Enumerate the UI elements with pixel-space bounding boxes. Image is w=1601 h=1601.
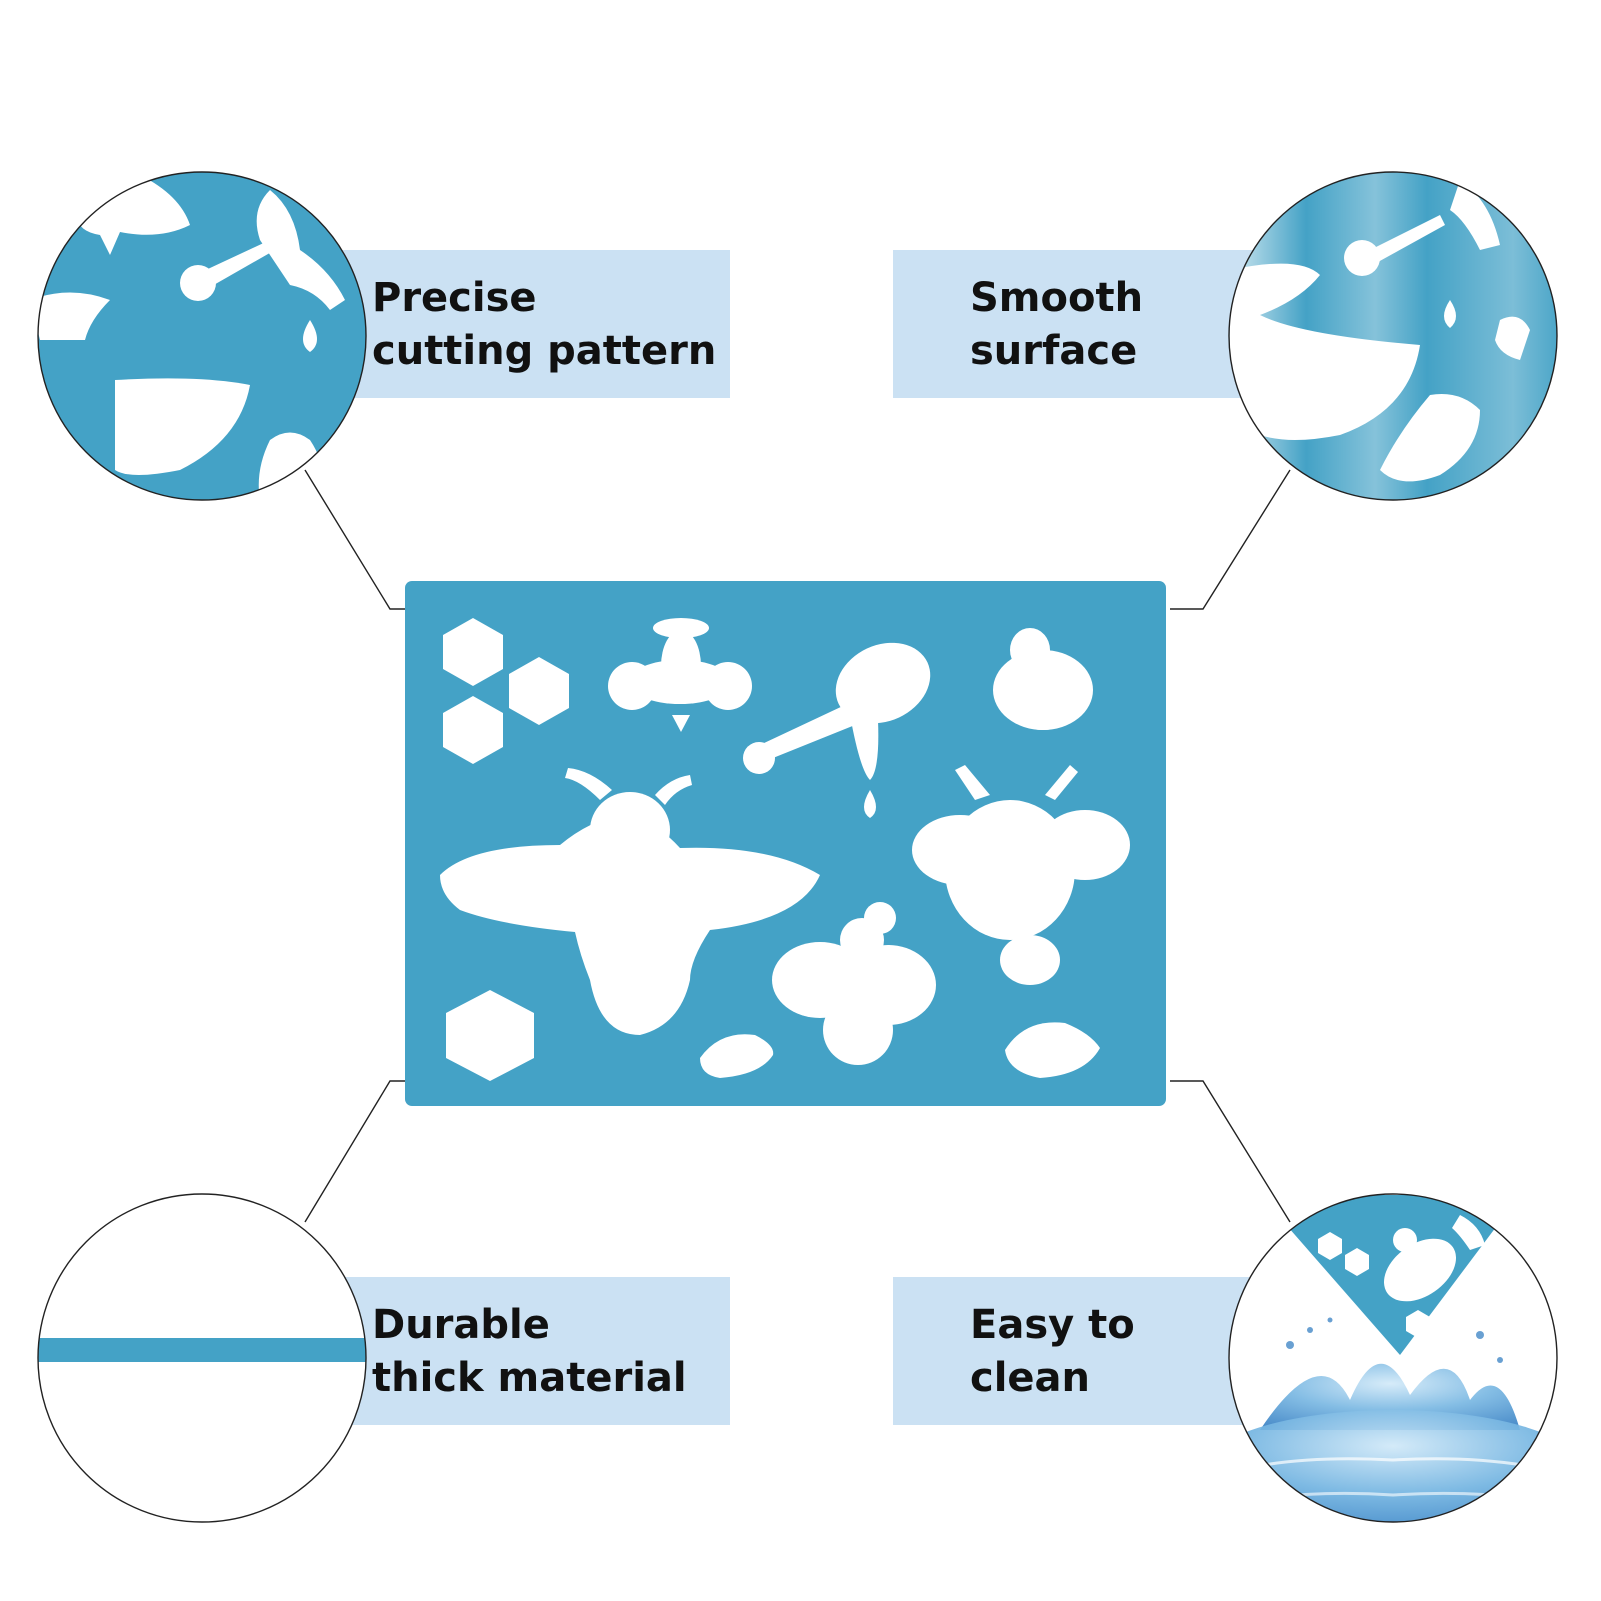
label-easy-line1: Easy to xyxy=(970,1302,1135,1348)
label-durable-material: Durable thick material xyxy=(300,1277,730,1425)
flying-bee-shape xyxy=(772,902,936,1065)
small-bee-shape xyxy=(608,618,752,732)
connector-bottom-right xyxy=(1170,1080,1291,1223)
hexagon-shape xyxy=(443,618,503,686)
top-view-bee-shape xyxy=(912,765,1130,985)
large-bee-shape xyxy=(440,768,820,1035)
round-bee-shape xyxy=(993,628,1093,730)
leaf-drop-shape xyxy=(700,1034,774,1078)
label-durable-line2: thick material xyxy=(372,1355,687,1401)
hexagon-shape xyxy=(443,696,503,764)
hexagon-shape xyxy=(509,657,569,725)
label-precise-cutting: Precise cutting pattern xyxy=(300,250,730,398)
honey-dipper-shape xyxy=(743,642,931,818)
water-splash-icon xyxy=(1228,1193,1558,1523)
closeup-smooth-surface-icon xyxy=(1228,171,1558,501)
connector-top-left xyxy=(304,469,405,610)
label-durable-line1: Durable xyxy=(372,1302,550,1348)
thickness-edge-icon xyxy=(37,1193,367,1523)
label-smooth-surface: Smooth surface xyxy=(893,250,1253,398)
label-smooth-line1: Smooth xyxy=(970,275,1144,321)
connector-lines xyxy=(304,469,1291,1223)
label-easy-clean: Easy to clean xyxy=(893,1277,1253,1425)
label-smooth-line2: surface xyxy=(970,328,1138,374)
hexagon-shape xyxy=(446,990,534,1081)
label-precise-line2: cutting pattern xyxy=(372,328,717,374)
closeup-cutting-pattern-icon xyxy=(37,171,367,501)
label-precise-line1: Precise xyxy=(372,275,537,321)
stencil-sheet xyxy=(405,581,1166,1106)
connector-top-right xyxy=(1170,469,1291,610)
label-easy-line2: clean xyxy=(970,1355,1091,1401)
leaf-drop-shape xyxy=(1005,1022,1100,1078)
connector-bottom-left xyxy=(304,1080,405,1223)
